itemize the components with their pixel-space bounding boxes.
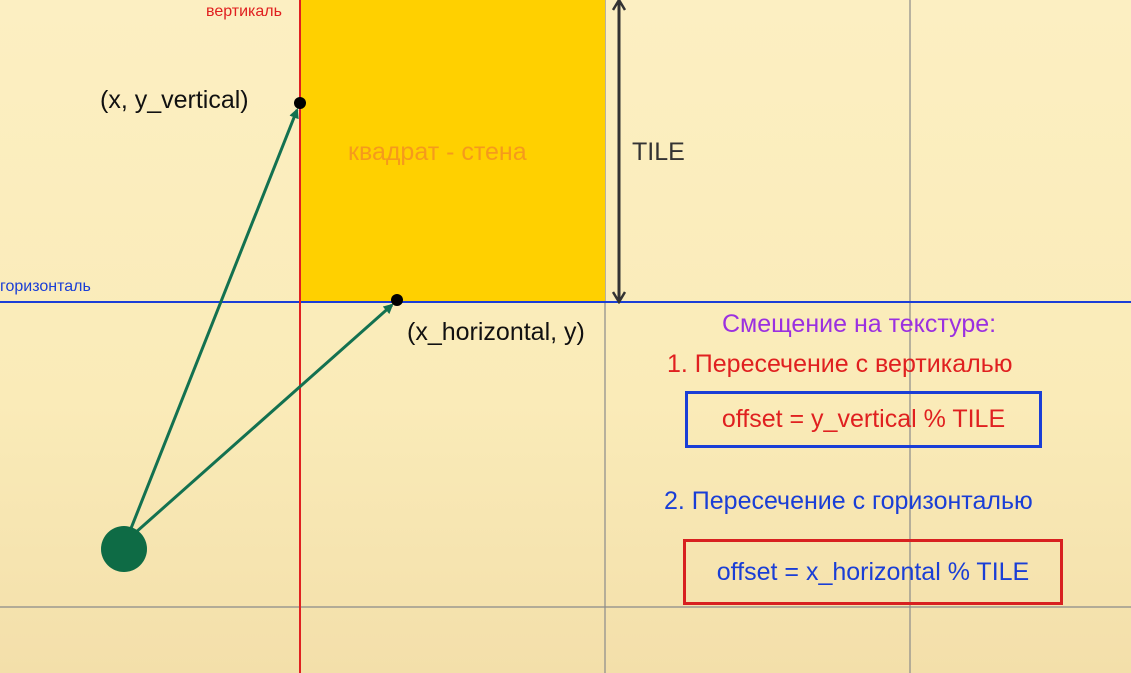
ray-to-vertical	[124, 108, 299, 542]
intersection-point-horizontal	[391, 294, 403, 306]
case2-formula: offset = x_horizontal % TILE	[716, 557, 1030, 586]
wall-square	[300, 0, 605, 302]
case2-formula-box: offset = x_horizontal % TILE	[683, 539, 1063, 605]
horizontal-line-label: горизонталь	[0, 278, 91, 295]
tile-label: TILE	[632, 138, 685, 166]
case1-formula-box: offset = y_vertical % TILE	[685, 391, 1042, 448]
player-circle	[101, 526, 147, 572]
point-horizontal-label: (x_horizontal, y)	[407, 318, 585, 346]
ray-to-horizontal	[125, 303, 394, 543]
point-vertical-label: (x, y_vertical)	[100, 86, 249, 114]
case2-title: 2. Пересечение с горизонталью	[664, 487, 1033, 515]
explanation-heading: Смещение на текстуре:	[722, 310, 997, 338]
case1-title: 1. Пересечение с вертикалью	[667, 350, 1013, 378]
case1-formula: offset = y_vertical % TILE	[721, 405, 1006, 433]
wall-label: квадрат - стена	[348, 138, 527, 166]
intersection-point-vertical	[294, 97, 306, 109]
vertical-line-label: вертикаль	[206, 3, 282, 20]
